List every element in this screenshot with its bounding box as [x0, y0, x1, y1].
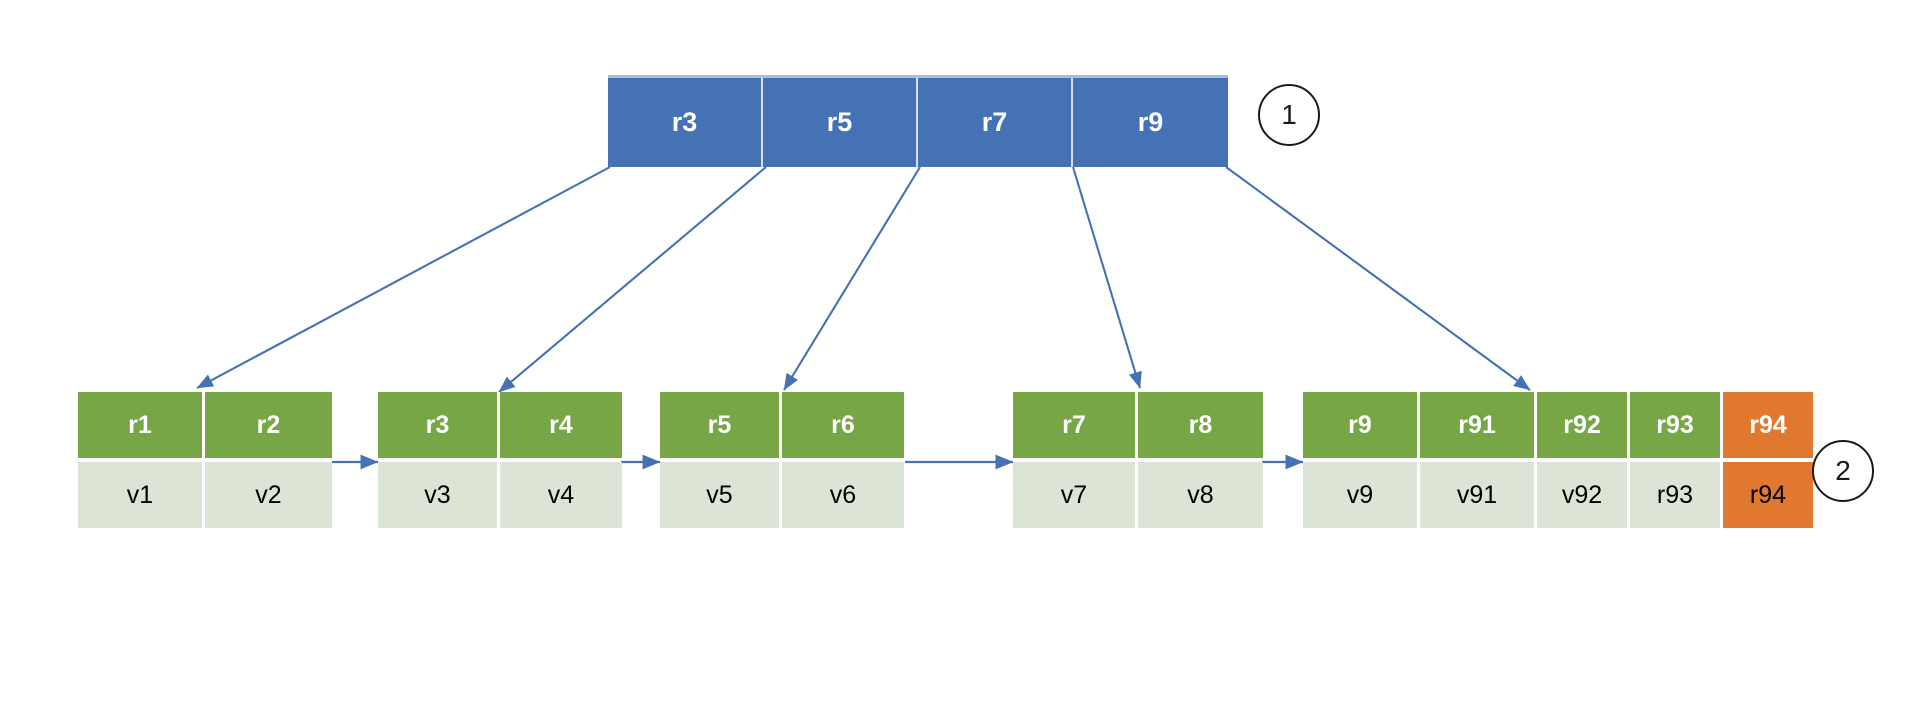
- leaf-value-cell[interactable]: v6: [782, 462, 904, 528]
- leaf-key-cell[interactable]: r6: [782, 392, 904, 458]
- leaf-key-cell[interactable]: r2: [205, 392, 332, 458]
- leaf-value-cell[interactable]: v8: [1138, 462, 1263, 528]
- leaf-value-cell[interactable]: r93: [1630, 462, 1723, 528]
- internal-node-cell[interactable]: r5: [763, 78, 918, 167]
- leaf-key-label: r8: [1188, 410, 1213, 439]
- leaf-node-4[interactable]: r7 r8 v7 v8: [1013, 392, 1263, 528]
- internal-node-cell-label: r3: [671, 107, 698, 137]
- step-marker-1: 1: [1258, 84, 1320, 146]
- step-marker-2-label: 2: [1835, 455, 1851, 486]
- leaf-key-label: r4: [549, 410, 573, 439]
- leaf-key-cell[interactable]: r92: [1537, 392, 1630, 458]
- leaf-key-cell[interactable]: r4: [500, 392, 622, 458]
- internal-node-cell-label: r5: [826, 107, 853, 137]
- leaf-node-1-value-row: v1 v2: [78, 462, 332, 528]
- leaf-key-cell[interactable]: r1: [78, 392, 205, 458]
- leaf-node-1-key-row: r1 r2: [78, 392, 332, 458]
- internal-node-cell-label: r7: [981, 107, 1008, 137]
- step-marker-1-label: 1: [1281, 99, 1297, 130]
- leaf-key-cell[interactable]: r91: [1420, 392, 1537, 458]
- leaf-key-cell[interactable]: r8: [1138, 392, 1263, 458]
- pointer-root-to-leaf-1: [196, 166, 611, 389]
- leaf-key-label: r1: [128, 410, 152, 439]
- internal-node-cell[interactable]: r3: [608, 78, 763, 167]
- leaf-value-label: v9: [1346, 480, 1374, 509]
- leaf-key-cell-highlighted[interactable]: r94: [1723, 392, 1813, 458]
- leaf-node-2-value-row: v3 v4: [378, 462, 622, 528]
- leaf-value-label: v5: [706, 480, 733, 509]
- pointer-root-to-leaf-5: [1225, 166, 1531, 391]
- leaf-key-label: r2: [256, 410, 281, 439]
- leaf-key-cell[interactable]: r93: [1630, 392, 1723, 458]
- pointer-root-to-leaf-4: [1071, 166, 1142, 389]
- leaf-node-3-value-row: v5 v6: [660, 462, 904, 528]
- leaf-node-2-key-row: r3 r4: [378, 392, 622, 458]
- leaf-node-5-key-row: r9 r91 r92 r93 r94: [1303, 392, 1813, 458]
- leaf-key-cell[interactable]: r7: [1013, 392, 1138, 458]
- leaf-key-label: r7: [1062, 410, 1086, 439]
- leaf-key-cell[interactable]: r5: [660, 392, 782, 458]
- leaf-node-1[interactable]: r1 r2 v1 v2: [78, 392, 332, 528]
- leaf-value-cell[interactable]: v91: [1420, 462, 1537, 528]
- leaf-key-label: r9: [1348, 410, 1372, 439]
- leaf-key-cell[interactable]: r9: [1303, 392, 1420, 458]
- leaf-key-label: r94: [1749, 410, 1787, 439]
- leaf-node-2[interactable]: r3 r4 v3 v4: [378, 392, 622, 528]
- leaf-node-5-value-row: v9 v91 v92 r93 r94: [1303, 462, 1813, 528]
- leaf-node-4-key-row: r7 r8: [1013, 392, 1263, 458]
- internal-node-cell[interactable]: r9: [1073, 78, 1228, 167]
- leaf-value-label: v4: [547, 480, 575, 509]
- leaf-node-5[interactable]: r9 r91 r92 r93 r94 v9 v91 v92: [1303, 392, 1813, 528]
- leaf-key-label: r91: [1458, 410, 1496, 439]
- leaf-value-label: v8: [1187, 480, 1214, 509]
- leaf-value-label: v3: [424, 480, 451, 509]
- leaf-value-label: v7: [1060, 480, 1088, 509]
- leaf-value-cell[interactable]: v2: [205, 462, 332, 528]
- leaf-value-label: r93: [1656, 480, 1694, 509]
- leaf-value-label: v1: [126, 480, 154, 509]
- leaf-value-label: v6: [829, 480, 857, 509]
- leaf-key-label: r6: [831, 410, 855, 439]
- leaf-key-label: r5: [707, 410, 732, 439]
- leaf-value-label: r94: [1749, 480, 1787, 509]
- leaf-value-cell[interactable]: v1: [78, 462, 205, 528]
- leaf-value-cell[interactable]: v5: [660, 462, 782, 528]
- leaf-value-label: v92: [1561, 480, 1603, 509]
- pointer-root-to-leaf-2: [498, 166, 767, 393]
- leaf-node-3-key-row: r5 r6: [660, 392, 904, 458]
- leaf-value-cell[interactable]: v92: [1537, 462, 1630, 528]
- leaf-key-label: r3: [425, 410, 450, 439]
- leaf-value-cell[interactable]: v7: [1013, 462, 1138, 528]
- step-marker-2: 2: [1812, 440, 1874, 502]
- leaf-value-cell[interactable]: v9: [1303, 462, 1420, 528]
- leaf-node-4-value-row: v7 v8: [1013, 462, 1263, 528]
- leaf-node-3[interactable]: r5 r6 v5 v6: [660, 392, 904, 528]
- internal-node[interactable]: r3 r5 r7 r9: [608, 75, 1228, 167]
- leaf-key-cell[interactable]: r3: [378, 392, 500, 458]
- leaf-value-label: v2: [255, 480, 282, 509]
- leaf-value-cell[interactable]: v3: [378, 462, 500, 528]
- internal-node-cell[interactable]: r7: [918, 78, 1073, 167]
- leaf-value-cell[interactable]: v4: [500, 462, 622, 528]
- leaf-key-label: r92: [1563, 410, 1601, 439]
- pointer-root-to-leaf-3: [783, 166, 921, 391]
- leaf-key-label: r93: [1656, 410, 1694, 439]
- leaf-value-label: v91: [1456, 480, 1498, 509]
- leaf-value-cell-highlighted[interactable]: r94: [1723, 462, 1813, 528]
- internal-node-cell-label: r9: [1137, 107, 1164, 137]
